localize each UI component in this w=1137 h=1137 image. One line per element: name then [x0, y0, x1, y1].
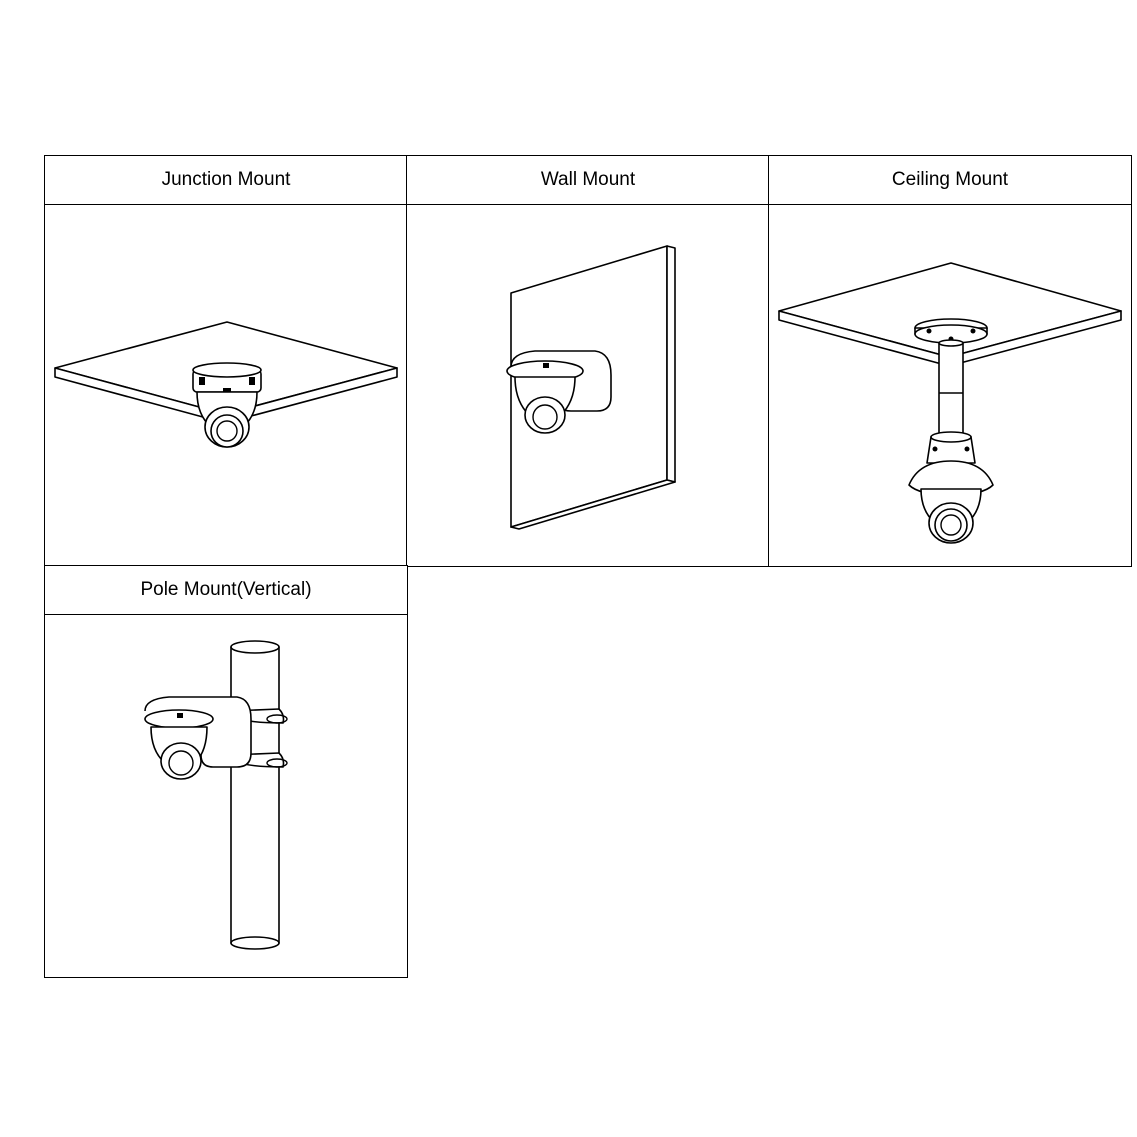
junction-mount-label: Junction Mount	[45, 156, 407, 205]
ceiling-mount-cell: Ceiling Mount	[768, 155, 1132, 567]
ceiling-mount-label: Ceiling Mount	[769, 156, 1131, 205]
junction-mount-cell: Junction Mount	[44, 155, 408, 567]
wall-mount-illustration	[506, 245, 676, 530]
wall-mount-label: Wall Mount	[407, 156, 769, 205]
pole-mount-illustration	[144, 640, 288, 950]
wall-mount-cell: Wall Mount	[406, 155, 770, 567]
pole-mount-label: Pole Mount(Vertical)	[45, 566, 407, 615]
pole-mount-cell: Pole Mount(Vertical)	[44, 565, 408, 978]
ceiling-mount-illustration	[778, 262, 1122, 544]
junction-mount-illustration	[54, 321, 398, 448]
